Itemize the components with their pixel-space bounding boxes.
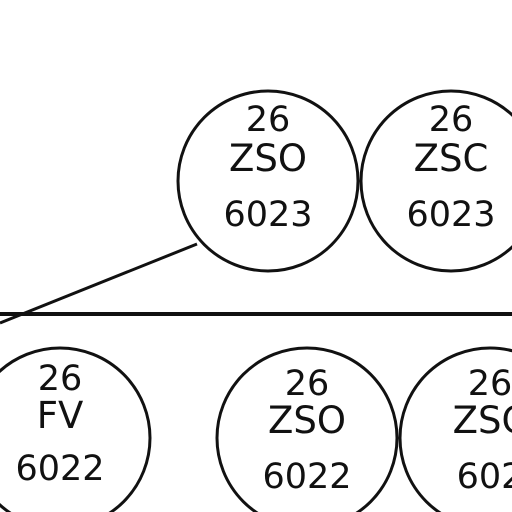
tag-loop-number: 6023 — [223, 195, 312, 235]
instrument-bubble-zsc-6023: 26 ZSC 6023 — [359, 89, 512, 273]
bubble-circle — [398, 346, 512, 512]
tag-loop-number: 6022 — [15, 449, 104, 489]
tag-function: ZSO — [229, 137, 307, 180]
tag-number: 26 — [468, 364, 512, 404]
bubble-circle — [215, 346, 399, 512]
tag-loop-number: 6022 — [262, 457, 351, 497]
tag-number: 26 — [246, 100, 291, 140]
bubble-circle — [176, 89, 360, 273]
instrument-bubble-zso-6023: 26 ZSO 6023 — [176, 89, 360, 273]
tag-function: FV — [37, 394, 84, 437]
tag-function: ZSC — [453, 399, 512, 442]
signal-line — [0, 242, 198, 325]
tag-loop-number: 6023 — [406, 195, 495, 235]
instrument-bubble-zsc-602: 26 ZSC 602 — [398, 346, 512, 512]
tag-number: 26 — [285, 364, 330, 404]
instrument-bubble-zso-6022: 26 ZSO 6022 — [215, 346, 399, 512]
tag-function: ZSO — [268, 399, 346, 442]
tag-number: 26 — [429, 100, 474, 140]
instrument-bubble-fv-6022: 26 FV 6022 — [0, 346, 152, 512]
tag-loop-number: 602 — [457, 457, 512, 497]
tag-function: ZSC — [414, 137, 489, 180]
bubble-circle — [0, 346, 152, 512]
bubble-circle — [359, 89, 512, 273]
tag-number: 26 — [38, 359, 83, 399]
